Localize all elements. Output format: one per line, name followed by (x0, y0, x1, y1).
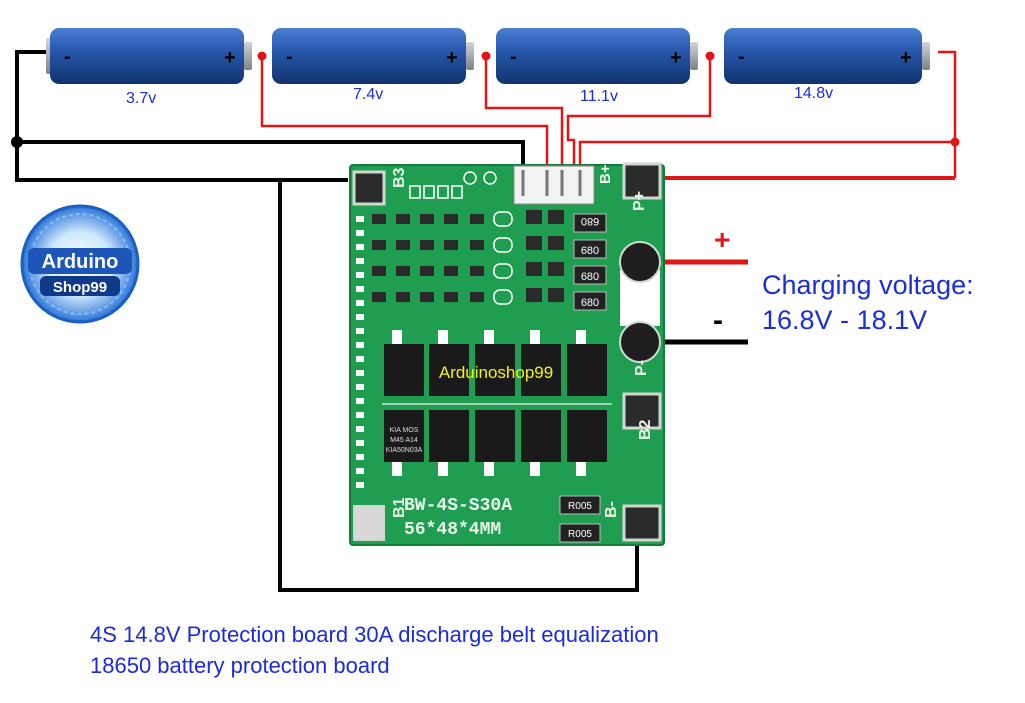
cell-voltage-label: 14.8v (794, 85, 834, 102)
battery-minus-label: - (738, 46, 745, 68)
resistor-label: 680 (581, 245, 599, 257)
mosfet-row-2: KIA MOS M45 A14 KIA50N03A (384, 410, 607, 476)
cell-voltage-label: 11.1v (580, 88, 618, 105)
mosfet-text: M45 A14 (390, 437, 418, 444)
logo-line2: Shop99 (53, 279, 107, 296)
resistor-column: 680 680 680 680 (573, 213, 607, 311)
caption-line2: 18650 battery protection board (90, 653, 390, 678)
logo-line1: Arduino (42, 251, 119, 273)
battery-minus-label: - (286, 46, 293, 68)
pad-b2-label: B2 (637, 419, 654, 440)
arduino-shop-logo: Arduino Shop99 (20, 204, 140, 324)
wire-junction (481, 51, 491, 61)
pad-pplus (619, 241, 661, 283)
watermark-text: Arduinoshop99 (439, 363, 553, 382)
battery-plus-label: + (670, 47, 682, 69)
mosfet-row-1 (384, 330, 607, 396)
charging-voltage-title: Charging voltage: (762, 270, 974, 300)
battery-cell-3: - + (496, 28, 698, 84)
pad-pminus (619, 321, 661, 363)
board-model: BW-4S-S30A (404, 496, 512, 516)
shunt-resistor-label: R005 (568, 529, 592, 540)
resistor-label: 680 (581, 297, 599, 309)
pad-b3-label: B3 (391, 167, 408, 188)
shunt-resistor-label: R005 (568, 501, 592, 512)
pad-bminus-label: B- (603, 501, 620, 518)
pad-pminus-label: P- (633, 360, 650, 376)
battery-plus-label: + (446, 47, 458, 69)
pad-b2 (622, 392, 662, 430)
board-size: 56*48*4MM (404, 520, 501, 540)
resistor-label: 680 (581, 271, 599, 283)
balance-connector (513, 165, 595, 205)
battery-cell-2: - + (272, 28, 474, 84)
wire-junction (950, 137, 960, 147)
cell-voltage-label: 3.7v (126, 90, 157, 107)
battery-plus-label: + (900, 47, 912, 69)
mosfet-text: KIA MOS (390, 427, 419, 434)
resistor-label: 680 (581, 215, 599, 227)
black-wires (15, 50, 748, 592)
caption-line1: 4S 14.8V Protection board 30A discharge … (90, 622, 659, 647)
red-wires (260, 50, 957, 178)
charge-minus-sign: - (713, 304, 723, 337)
pad-b1 (353, 505, 385, 541)
battery-cell-1: - + (46, 28, 252, 84)
battery-cell-4: - + (724, 28, 930, 84)
wire-junction (705, 51, 715, 61)
pad-bplus (622, 162, 662, 200)
pad-b1-label: B1 (391, 497, 408, 518)
battery-plus-label: + (224, 47, 236, 69)
wire-junction (11, 136, 23, 148)
pad-bplus-label: B+ (597, 164, 614, 184)
cell-voltage-label: 7.4v (353, 86, 384, 103)
charging-voltage-range: 16.8V - 18.1V (762, 305, 928, 335)
wire-junction (257, 51, 267, 61)
charge-plus-sign: + (714, 224, 731, 255)
battery-minus-label: - (510, 46, 517, 68)
battery-minus-label: - (64, 46, 71, 68)
mosfet-text: KIA50N03A (386, 447, 423, 454)
pad-bminus (622, 504, 662, 542)
protection-board: B3 B+ P+ P- B2 B1 B- (349, 162, 665, 546)
pad-pplus-label: P+ (631, 191, 648, 211)
